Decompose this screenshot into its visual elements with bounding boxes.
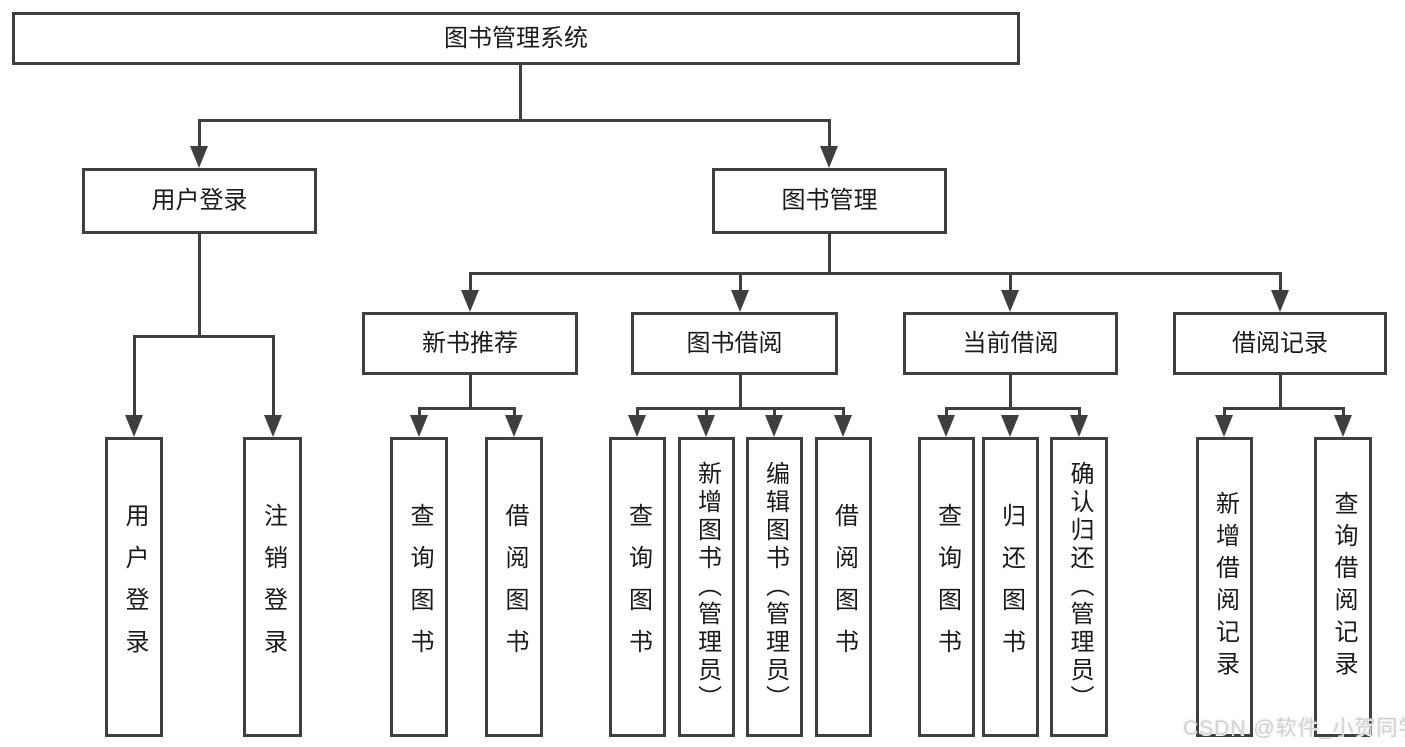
arrowhead-down-icon: [461, 290, 479, 312]
connector-hline: [418, 407, 516, 410]
arrowhead-down-icon: [1001, 290, 1019, 312]
arrowhead-down-icon: [1271, 290, 1289, 312]
node-user-login: 用户登录: [82, 168, 317, 234]
connector-vline: [1342, 407, 1345, 417]
connector-vline: [198, 234, 201, 335]
connector-vline: [1009, 272, 1012, 292]
arrowhead-down-icon: [820, 146, 838, 168]
leaf-borrow-books-borrowing: 借阅图书: [815, 437, 872, 737]
csdn-watermark: CSDN @软件_小贺同学: [1183, 717, 1405, 740]
arrowhead-down-icon: [505, 415, 523, 437]
connector-vline: [469, 272, 472, 292]
arrowhead-down-icon: [264, 415, 282, 437]
connector-vline: [198, 119, 201, 147]
node-library-system: 图书管理系统: [12, 12, 1020, 65]
node-new-book-recommendation: 新书推荐: [362, 312, 578, 375]
arrowhead-down-icon: [1070, 415, 1088, 437]
connector-vline: [828, 233, 831, 274]
connector-hline: [945, 407, 1081, 410]
arrowhead-down-icon: [937, 415, 955, 437]
node-book-management: 图书管理: [712, 168, 947, 234]
arrowhead-down-icon: [731, 290, 749, 312]
leaf-edit-books-admin: 编辑图书（管理员）: [746, 437, 803, 737]
connector-vline: [739, 375, 742, 408]
arrowhead-down-icon: [628, 415, 646, 437]
connector-vline: [842, 407, 845, 417]
connector-vline: [1279, 272, 1282, 292]
leaf-query-books-recommend: 查询图书: [390, 437, 448, 737]
connector-hline: [1223, 407, 1345, 410]
connector-vline: [1009, 375, 1012, 408]
connector-hline: [133, 335, 275, 338]
connector-vline: [272, 335, 275, 417]
leaf-add-borrow-record: 新增借阅记录: [1196, 437, 1253, 737]
arrowhead-down-icon: [410, 415, 428, 437]
connector-hline: [636, 407, 845, 410]
leaf-user-login: 用户登录: [105, 437, 163, 737]
connector-vline: [418, 407, 421, 417]
leaf-add-books-admin: 新增图书（管理员）: [678, 437, 735, 737]
arrowhead-down-icon: [834, 415, 852, 437]
connector-hline: [198, 119, 831, 122]
leaf-query-books-current: 查询图书: [918, 437, 975, 737]
node-current-borrowing: 当前借阅: [903, 312, 1118, 375]
leaf-return-books: 归还图书: [982, 437, 1039, 737]
connector-vline: [513, 407, 516, 417]
connector-hline: [469, 272, 1282, 275]
connector-vline: [519, 65, 522, 119]
node-book-borrowing: 图书借阅: [631, 312, 838, 375]
connector-vline: [739, 272, 742, 292]
connector-vline: [1078, 407, 1081, 417]
leaf-query-borrow-record: 查询借阅记录: [1314, 437, 1372, 737]
connector-vline: [945, 407, 948, 417]
connector-vline: [773, 407, 776, 417]
leaf-logout-login: 注销登录: [243, 437, 302, 737]
node-borrowing-records: 借阅记录: [1173, 312, 1387, 375]
arrowhead-down-icon: [1334, 415, 1352, 437]
connector-vline: [1223, 407, 1226, 417]
leaf-borrow-books-recommend: 借阅图书: [485, 437, 543, 737]
arrowhead-down-icon: [125, 415, 143, 437]
arrowhead-down-icon: [765, 415, 783, 437]
connector-vline: [705, 407, 708, 417]
arrowhead-down-icon: [1215, 415, 1233, 437]
connector-vline: [133, 335, 136, 417]
arrowhead-down-icon: [190, 146, 208, 168]
connector-vline: [828, 119, 831, 147]
arrowhead-down-icon: [697, 415, 715, 437]
leaf-confirm-return-admin: 确认归还（管理员）: [1050, 437, 1108, 737]
connector-vline: [1279, 375, 1282, 408]
arrowhead-down-icon: [1001, 415, 1019, 437]
leaf-query-books-borrowing: 查询图书: [609, 437, 666, 737]
connector-vline: [469, 375, 472, 408]
connector-vline: [636, 407, 639, 417]
